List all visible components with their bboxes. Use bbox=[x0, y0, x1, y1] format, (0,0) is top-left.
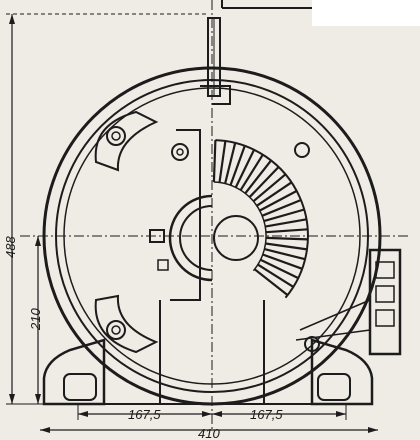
terminal-box bbox=[295, 248, 402, 356]
stator-slot bbox=[261, 198, 302, 217]
stator-slot bbox=[265, 242, 308, 251]
stator-slot bbox=[253, 268, 289, 296]
stator-slot bbox=[244, 159, 272, 195]
stator-slot bbox=[234, 149, 256, 188]
axis-height-label: 210 bbox=[28, 308, 43, 331]
dimension-overall-height bbox=[6, 13, 206, 405]
left-half-width-label: 167,5 bbox=[128, 407, 161, 422]
stator-slot bbox=[265, 228, 308, 234]
top-lead bbox=[207, 0, 312, 97]
stator-slot bbox=[248, 166, 280, 198]
motor-feet bbox=[42, 300, 374, 406]
stator-slot bbox=[239, 154, 264, 191]
stator-slot bbox=[218, 140, 227, 183]
stator-slot bbox=[265, 218, 307, 228]
stator-slot bbox=[264, 248, 306, 261]
stator-slot bbox=[257, 263, 294, 288]
stator-slot bbox=[263, 208, 305, 223]
center-lines bbox=[20, 0, 410, 432]
dimension-base-width bbox=[40, 427, 378, 433]
right-half-width-label: 167,5 bbox=[250, 407, 283, 422]
stator-slots bbox=[212, 139, 309, 299]
stator-slot bbox=[262, 253, 303, 270]
stator-slot bbox=[256, 181, 293, 207]
overall-height-label: 488 bbox=[3, 236, 18, 258]
stator-slot bbox=[224, 142, 237, 184]
stator-slot bbox=[260, 258, 299, 280]
blank-corner bbox=[312, 0, 420, 26]
stator-slot bbox=[259, 189, 298, 212]
stator-slot bbox=[229, 145, 246, 186]
stator-slot bbox=[212, 140, 217, 183]
dimension-axis-height bbox=[35, 236, 41, 404]
dimension-half-widths bbox=[77, 404, 347, 420]
base-width-label: 410 bbox=[198, 426, 220, 440]
bearing-assembly bbox=[149, 85, 259, 301]
stator-slot bbox=[252, 173, 287, 203]
stator-ring bbox=[213, 181, 267, 272]
mounting-lugs bbox=[94, 110, 320, 354]
stator-ring bbox=[215, 139, 309, 299]
stator-slot bbox=[265, 236, 308, 241]
